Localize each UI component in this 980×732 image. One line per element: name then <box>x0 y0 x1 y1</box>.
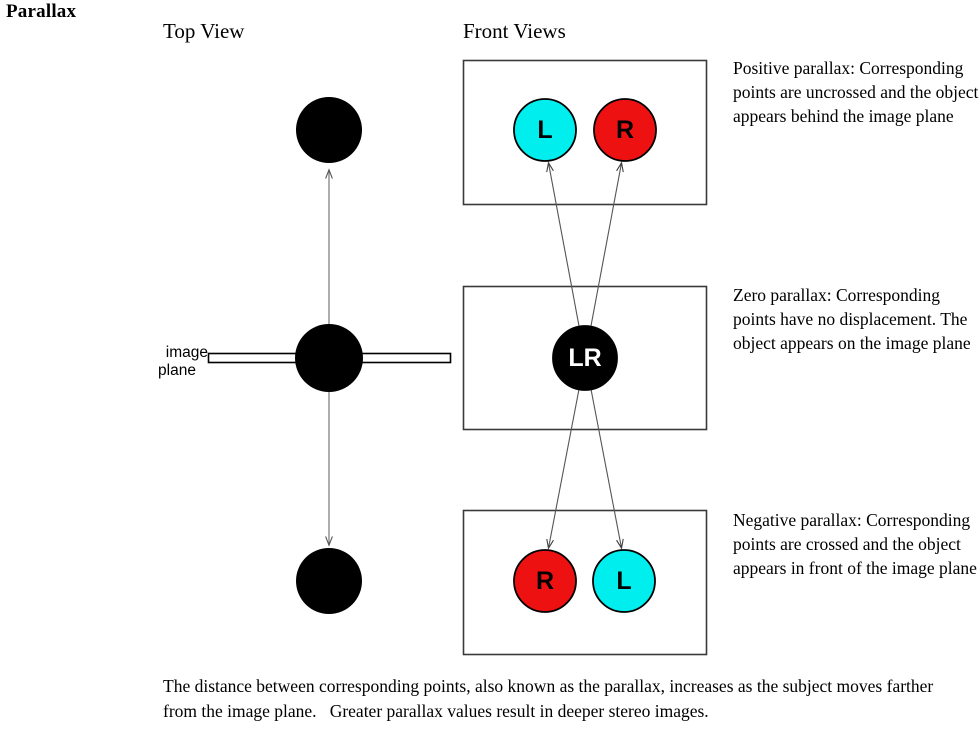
front-circle-positive-left <box>513 98 577 162</box>
caption-line-1: The distance between corresponding point… <box>163 676 833 696</box>
top-view-far-object <box>296 97 362 163</box>
front-view-box-positive <box>462 59 708 206</box>
front-circle-positive-right <box>593 98 657 162</box>
note-zero-parallax: Zero parallax: Corresponding points have… <box>733 285 971 353</box>
image-plane-label-line2: plane <box>158 361 196 379</box>
caption-line-2a: moves farther from the image plane. <box>163 676 934 721</box>
note-positive-parallax: Positive parallax: Corresponding points … <box>733 58 979 126</box>
note-negative-parallax: Negative parallax: Corresponding points … <box>733 510 977 578</box>
page-title: Parallax <box>6 1 77 22</box>
front-views-heading: Front Views <box>463 19 566 43</box>
front-view-box-zero <box>462 285 708 431</box>
top-view-near-object <box>296 548 362 614</box>
caption-line-2b: Greater parallax values result in deeper… <box>329 700 709 721</box>
top-view-heading: Top View <box>163 19 245 43</box>
figure-caption: The distance between corresponding point… <box>163 674 953 723</box>
image-plane-label-line1: image <box>165 344 208 361</box>
front-view-box-negative <box>462 509 708 656</box>
front-circle-negative-left <box>513 549 577 613</box>
image-plane-label: image plane <box>146 344 208 380</box>
front-circle-negative-right <box>592 549 656 613</box>
top-view-plane-object <box>295 324 363 392</box>
front-circle-zero-center <box>552 325 618 391</box>
